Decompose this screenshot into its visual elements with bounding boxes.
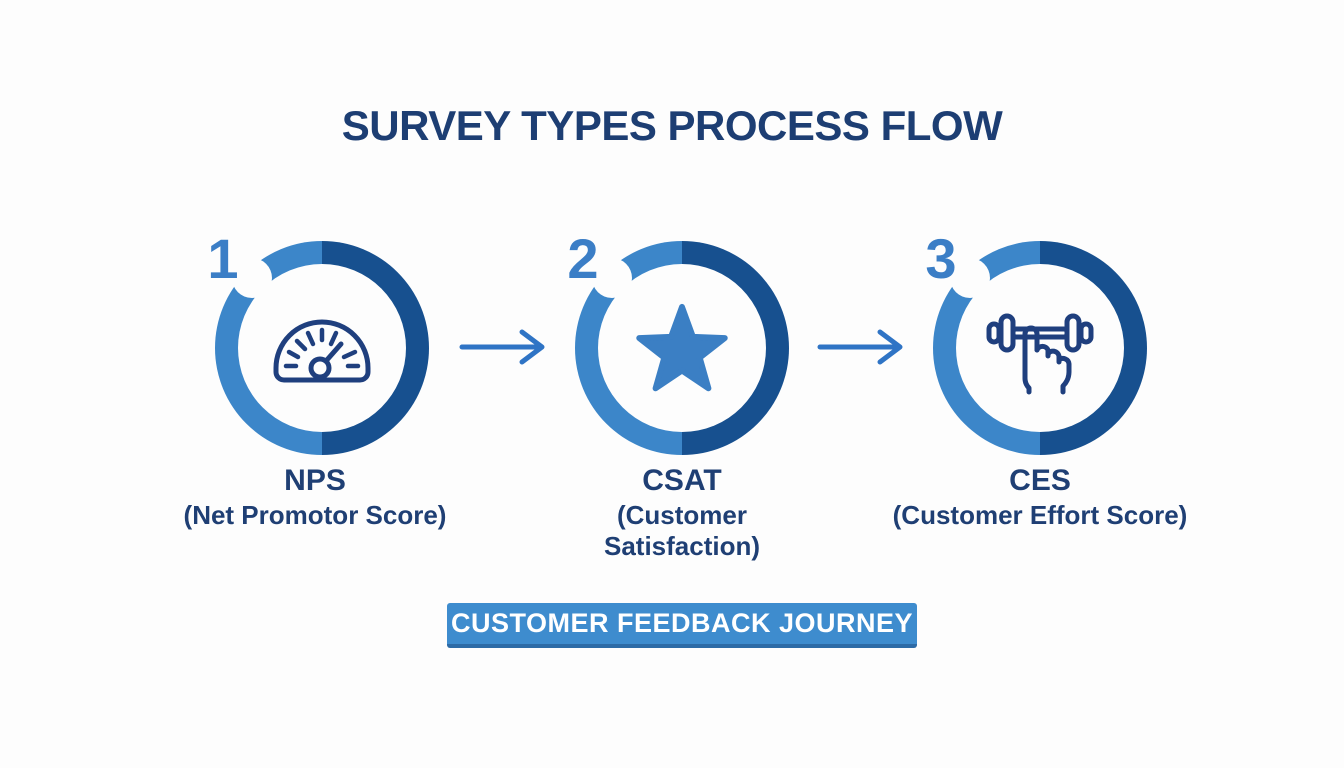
- step-number: 1: [207, 227, 239, 290]
- gauge-icon: [273, 319, 371, 383]
- step-1-label: NPS (Net Promotor Score): [145, 464, 485, 531]
- step-label-main: CSAT: [642, 464, 722, 497]
- step-3-ces: 3: [925, 227, 1147, 455]
- effort-dumbbell-icon: [986, 313, 1094, 395]
- customer-feedback-journey-banner: CUSTOMER FEEDBACK JOURNEY: [447, 603, 917, 648]
- step-number: 3: [925, 227, 957, 290]
- step-3-ring: [933, 241, 1147, 455]
- step-label-main: NPS: [284, 464, 346, 497]
- arrow-right-icon: [817, 329, 903, 365]
- star-icon: [636, 303, 728, 392]
- step-label-sub: (Net Promotor Score): [183, 500, 447, 530]
- ring-inner: [598, 264, 766, 432]
- arrow-right-icon: [459, 329, 545, 365]
- step-2-ring: [575, 241, 789, 455]
- step-label-sub: (Customer Satisfaction): [603, 500, 761, 561]
- ring-inner: [956, 264, 1124, 432]
- step-label-main: CES: [1009, 464, 1071, 497]
- page-title: SURVEY TYPES PROCESS FLOW: [341, 102, 1003, 149]
- step-2-csat: 2: [567, 227, 789, 455]
- step-number: 2: [567, 227, 599, 290]
- step-2-label: CSAT (Customer Satisfaction): [562, 464, 802, 562]
- ring-inner: [238, 264, 406, 432]
- step-1-ring: [215, 241, 429, 455]
- step-label-sub: (Customer Effort Score): [892, 500, 1188, 530]
- step-1-nps: 1: [207, 227, 429, 455]
- step-3-label: CES (Customer Effort Score): [870, 464, 1210, 531]
